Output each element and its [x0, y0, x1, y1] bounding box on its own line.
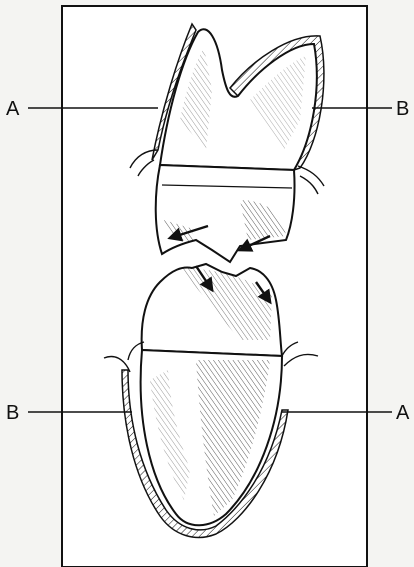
label-upper-right: B — [396, 98, 409, 120]
label-upper-left: A — [6, 98, 20, 120]
label-lower-left: B — [6, 402, 19, 424]
label-lower-right: A — [396, 402, 410, 424]
